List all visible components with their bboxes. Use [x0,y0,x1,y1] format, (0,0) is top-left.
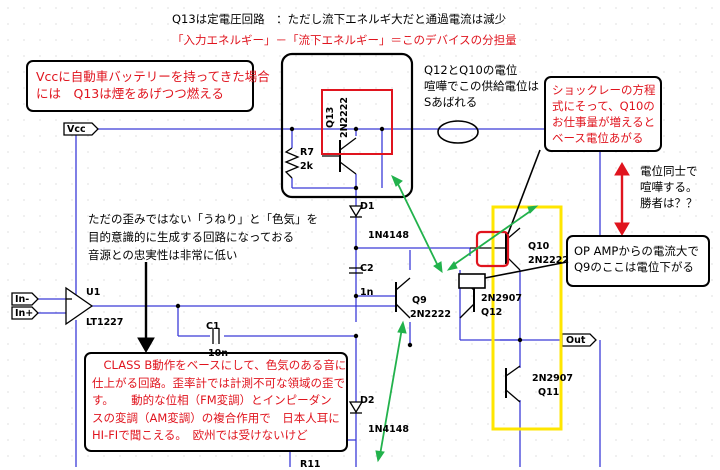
q9-collector-lead [395,277,411,291]
q13-highlight-box [280,52,414,199]
components [11,122,597,414]
q12-q10-line-1: Q12とQ10の電位 [424,63,518,77]
shockley-line-3: お仕事量が増えると [552,115,656,129]
out-label: Out [566,335,586,346]
class-b-line-2: 仕上がる回路。歪率計では計測不可な領域の歪で [92,375,345,390]
distortion-arrow [137,262,155,354]
q11-lead-a [505,365,521,377]
distortion-line-2: 目的意識的に生成する回路になっておる [88,230,295,244]
q9-node-marker [458,273,486,289]
header-line-2: 「入力エネルギー」－「流下エネルギー」＝このデバイスの分担量 [172,33,517,47]
r7-value-label: 2k [300,161,313,172]
q12-q10-line-3: Sあばれる [424,95,478,109]
q10-label: Q10 [528,241,550,252]
fight-line-3: 勝者は？？ [640,196,698,210]
d1-label: D1 [360,201,375,212]
class-b-line-5: HI-FIで聞こえる。 欧州では受けないけど [92,428,308,442]
green-arrows [375,174,539,463]
q12-q10-line-2: 喧嘩でこの供給電位は [424,79,539,93]
q12-label: Q12 [481,307,503,318]
vcc-note-line-2: には Q13は煙をあげつつ燃える [36,86,224,101]
class-b-line-3: す。 動的な位相（FM変調）とインピーダン [92,393,332,407]
r11-label: R11 [300,459,321,470]
shockley-pointer [507,149,541,235]
q13-label: Q13 [325,106,336,128]
class-b-line-1: CLASS B動作をベースにして、色気のある音に [92,358,347,372]
supply-ellipse [437,120,479,144]
op-amp-note: OP AMPからの電流大で Q9のここは電位下がる [566,235,710,287]
d1-diode [348,205,364,218]
q13-red-marker [321,89,393,155]
shockley-note: ショックレーの方程 式にそって、Q10の お仕事量が増えると ベース電位あがる [544,76,662,152]
q10-part-label: 2N2222 [528,255,570,266]
u1-opamp-symbol [65,286,94,326]
d1-part-label: 1N4148 [368,230,410,241]
junction-dots [175,126,523,348]
class-b-line-4: スの変調（AM変調）の複合作用で 日本人耳に [92,410,340,425]
in-minus-label: In- [15,294,30,305]
shockley-line-4: ベース電位あがる [552,131,644,145]
q11-lead-b [505,389,521,403]
distortion-note: ただの歪みではない「うねり」と「色気」を 目的意識的に生成する回路になっておる … [88,210,318,264]
shockley-line-2: 式にそって、Q10の [552,99,655,113]
c2-value-label: 1n [360,287,374,298]
class-b-note: CLASS B動作をベースにして、色気のある音に 仕上がる回路。歪率計では計測不… [84,352,348,452]
vcc-battery-note: Vccに自動車バッテリーを持ってきた場合 には Q13は煙をあげつつ燃える [26,60,270,112]
distortion-line-3: 音源との忠実性は非常に低い [88,248,238,262]
vcc-flag [63,122,99,136]
q12-lead-b [459,303,475,319]
q9-emitter-lead [395,303,411,319]
fight-line-2: 喧嘩する。 [640,180,698,194]
in-minus-flag [11,292,39,306]
red-double-arrow [614,162,630,236]
fight-line-1: 電位同士で [640,164,698,178]
d2-label: D2 [360,395,375,406]
in-plus-label: In+ [15,308,34,319]
q13-emitter-lead [339,161,357,175]
vcc-note-line-1: Vccに自動車バッテリーを持ってきた場合 [36,69,270,84]
q13-collector-lead [339,137,357,151]
q10-q11-yellow-box [491,205,563,431]
q12-q10-note: Q12とQ10の電位 喧嘩でこの供給電位は Sあばれる [424,62,539,110]
q9-part-label: 2N2222 [410,309,452,320]
header-line-1: Q13は定電圧回路 ：ただし流下エネルギ大だと通過電流は減少 [172,12,507,26]
c1-label: C1 [206,321,220,332]
r7-label: R7 [300,147,314,158]
lt1227-label: LT1227 [86,317,124,328]
q9-label: Q9 [412,295,427,306]
q11-part-label: 2N2907 [532,373,574,384]
q12-part-label: 2N2907 [481,293,523,304]
vcc-label: Vcc [67,124,86,135]
r7-resistor [284,147,300,179]
op-amp-line-2: Q9のここは電位下がる [574,260,694,274]
shockley-line-1: ショックレーの方程 [552,83,656,97]
d2-part-label: 1N4148 [368,424,410,435]
green-arrow-vertical [379,327,403,456]
green-arrow-q13-q12 [396,181,439,267]
c1-value-label: 10n [208,348,228,359]
d2-diode [348,401,364,414]
q13-part-label: 2N2222 [339,96,350,138]
c2-label: C2 [360,263,374,274]
op-amp-line-1: OP AMPからの電流大で [574,244,699,258]
in-plus-flag [11,306,39,320]
u1-label: U1 [86,287,101,298]
q11-label: Q11 [538,387,560,398]
distortion-line-1: ただの歪みではない「うねり」と「色気」を [88,212,318,226]
potential-fight-note: 電位同士で 喧嘩する。 勝者は？？ [640,163,698,211]
opamp-pointer [484,261,568,279]
green-arrow-q12-q10 [451,209,533,267]
